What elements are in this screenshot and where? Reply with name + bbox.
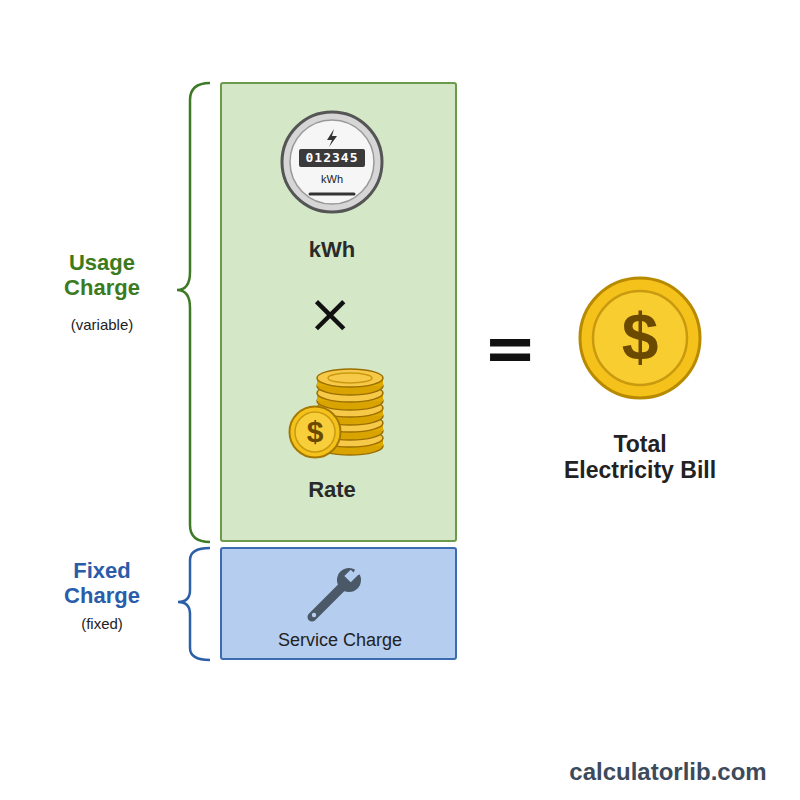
service-label: Service Charge <box>278 630 402 651</box>
dollar-sign: $ <box>307 415 324 450</box>
meter-digits: 012345 <box>306 151 359 166</box>
rate-label: Rate <box>308 477 356 502</box>
group-heading: Usage Charge <box>56 250 148 301</box>
multiply-sign: × <box>307 287 352 341</box>
wrench-icon <box>312 563 366 617</box>
meter-unit: kWh <box>321 173 343 186</box>
fixed-bracket <box>178 548 210 660</box>
meter-dial: 012345 kWh <box>280 110 384 214</box>
group-heading: Fixed Charge <box>56 558 148 609</box>
dollar-sign: $ <box>622 300 659 376</box>
coin-stack <box>317 369 383 455</box>
watermark: calculatorlib.com <box>569 760 766 784</box>
rate-coin: $ <box>288 405 342 459</box>
result-label: Total Electricity Bill <box>556 431 724 484</box>
group-note: (fixed) <box>81 615 123 632</box>
equals-sign: = <box>483 316 537 380</box>
fixed-charge-box: Fixed Charge(fixed)Service Charge <box>220 547 457 660</box>
unit-label: kWh <box>309 237 355 262</box>
group-note: (variable) <box>71 316 134 333</box>
total-bill-coin: $Total Electricity Bill <box>578 276 702 400</box>
usage-bracket <box>177 83 210 542</box>
